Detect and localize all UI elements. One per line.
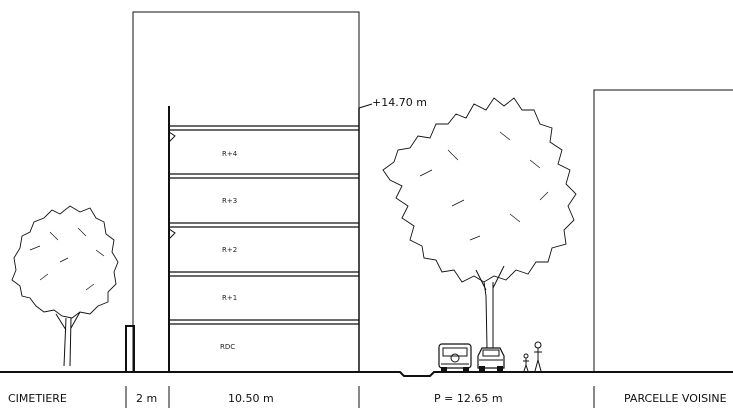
floor-label-r1: R+1 bbox=[222, 294, 237, 302]
car-icon bbox=[438, 343, 472, 372]
floor-label-r2: R+2 bbox=[222, 246, 237, 254]
car-icon bbox=[477, 347, 505, 372]
label-gap-width: 2 m bbox=[136, 392, 157, 405]
facade-notch bbox=[168, 131, 176, 143]
facade-notch bbox=[168, 228, 176, 240]
parapet bbox=[358, 103, 373, 109]
label-building-width: 10.50 m bbox=[228, 392, 274, 405]
pedestrian-icon bbox=[534, 341, 542, 372]
neighbour-building-outline bbox=[593, 89, 733, 372]
building-section: R+4 R+3 R+2 R+1 RDC bbox=[168, 103, 373, 372]
boundary-wall bbox=[125, 325, 135, 372]
tree-icon bbox=[11, 205, 119, 367]
pedestrian-icon bbox=[523, 353, 529, 372]
label-cimetiere: CIMETIERE bbox=[8, 392, 67, 405]
ground-line bbox=[0, 371, 733, 377]
label-parking-width: P = 12.65 m bbox=[434, 392, 503, 405]
tree-icon bbox=[382, 97, 577, 349]
floor-label-r3: R+3 bbox=[222, 197, 237, 205]
height-marker: +14.70 m bbox=[372, 96, 427, 109]
floor-label-r4: R+4 bbox=[222, 150, 238, 158]
building-envelope-outline bbox=[132, 11, 360, 372]
floor-label-rdc: RDC bbox=[220, 343, 235, 351]
label-parcelle-voisine: PARCELLE VOISINE bbox=[624, 392, 727, 405]
